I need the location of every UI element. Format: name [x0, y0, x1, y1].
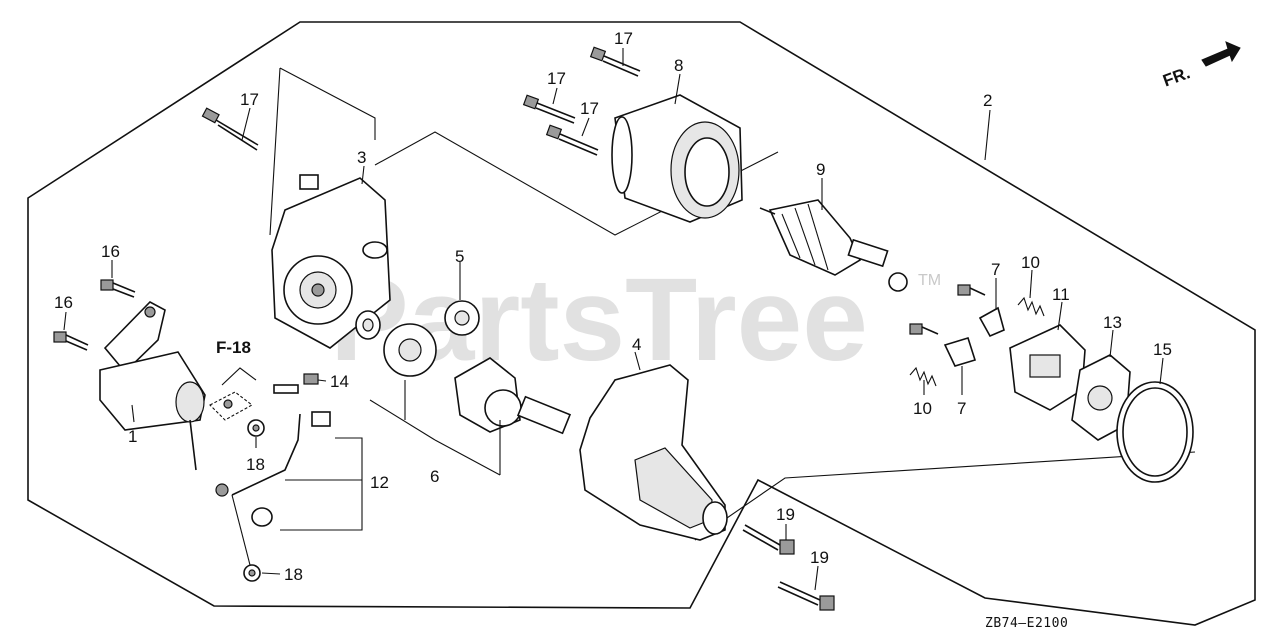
bolt-17-a — [201, 107, 259, 151]
part-19-bolt-b — [777, 581, 835, 611]
part-3-rear-cover — [271, 174, 391, 349]
leader-lines — [63, 48, 1164, 591]
label-part-19-a: 19 — [776, 505, 795, 524]
reference-f18: F-18 — [209, 338, 257, 421]
label-part-3: 3 — [357, 148, 366, 167]
part-14-screw — [273, 373, 319, 394]
bolt-17-c — [522, 94, 576, 124]
part-8-yoke — [611, 94, 743, 223]
label-part-6: 6 — [430, 467, 439, 486]
part-4-front-housing — [579, 364, 728, 541]
label-part-17-c: 17 — [547, 69, 566, 88]
snap-ring — [888, 272, 908, 292]
part-1-solenoid — [99, 301, 206, 471]
bolt-17-b — [589, 46, 641, 77]
part-11-brush-holder — [1009, 324, 1086, 411]
label-part-13: 13 — [1103, 313, 1122, 332]
part-15-o-ring — [1116, 381, 1194, 483]
reference-label: F-18 — [216, 338, 251, 357]
part-7-brush-a — [978, 306, 1005, 338]
label-part-9: 9 — [816, 160, 825, 179]
label-part-17-a: 17 — [240, 90, 259, 109]
part-5-pinion-gear — [444, 300, 480, 336]
label-part-8: 8 — [674, 56, 683, 75]
label-part-7-b: 7 — [957, 399, 966, 418]
screw-brush-a — [957, 284, 986, 296]
label-part-18-a: 18 — [246, 455, 265, 474]
direction-label: FR. — [1160, 63, 1192, 90]
bolt-16-a — [100, 279, 136, 298]
label-part-14: 14 — [330, 372, 349, 391]
part-7-brush-b — [943, 337, 977, 367]
label-part-10-a: 10 — [1021, 253, 1040, 272]
part-12-harness — [215, 411, 363, 531]
part-18-nut-b — [231, 494, 261, 582]
part-10-spring-b — [909, 366, 937, 387]
label-part-17-b: 17 — [614, 29, 633, 48]
label-part-12: 12 — [370, 473, 389, 492]
label-part-7-a: 7 — [991, 260, 1000, 279]
label-part-11: 11 — [1052, 285, 1070, 304]
part-19-bolt-a — [742, 524, 795, 555]
label-part-19-b: 19 — [810, 548, 829, 567]
front-direction-indicator: FR. — [1160, 41, 1241, 90]
brush-subassembly-boundary — [694, 451, 1196, 541]
part-9-armature — [759, 199, 889, 276]
part-6-gear-assembly — [369, 323, 572, 476]
label-part-15: 15 — [1153, 340, 1172, 359]
label-part-17-d: 17 — [580, 99, 599, 118]
label-part-1: 1 — [128, 427, 137, 446]
label-part-2: 2 — [983, 91, 992, 110]
part-18-nut-a — [247, 419, 265, 437]
label-part-16-a: 16 — [101, 242, 120, 261]
label-part-18-b: 18 — [284, 565, 303, 584]
watermark-trademark: TM — [918, 272, 941, 289]
motor-subassembly-boundary — [269, 67, 376, 236]
label-part-4: 4 — [632, 335, 641, 354]
part-10-spring-a — [1017, 296, 1045, 317]
label-part-5: 5 — [455, 247, 464, 266]
label-part-10-b: 10 — [913, 399, 932, 418]
washer — [355, 310, 381, 340]
part-labels: 1 2 3 4 5 6 7 7 8 9 10 10 11 12 13 14 15… — [54, 29, 1172, 584]
label-part-16-b: 16 — [54, 293, 73, 312]
diagram-code: ZB74–E2100 — [985, 616, 1068, 631]
assembly-boundary — [27, 21, 1256, 626]
bolt-16-b — [53, 331, 89, 351]
bolt-17-d — [545, 124, 599, 156]
arrow-right-icon — [1201, 41, 1241, 67]
screw-brush-b — [909, 323, 939, 335]
